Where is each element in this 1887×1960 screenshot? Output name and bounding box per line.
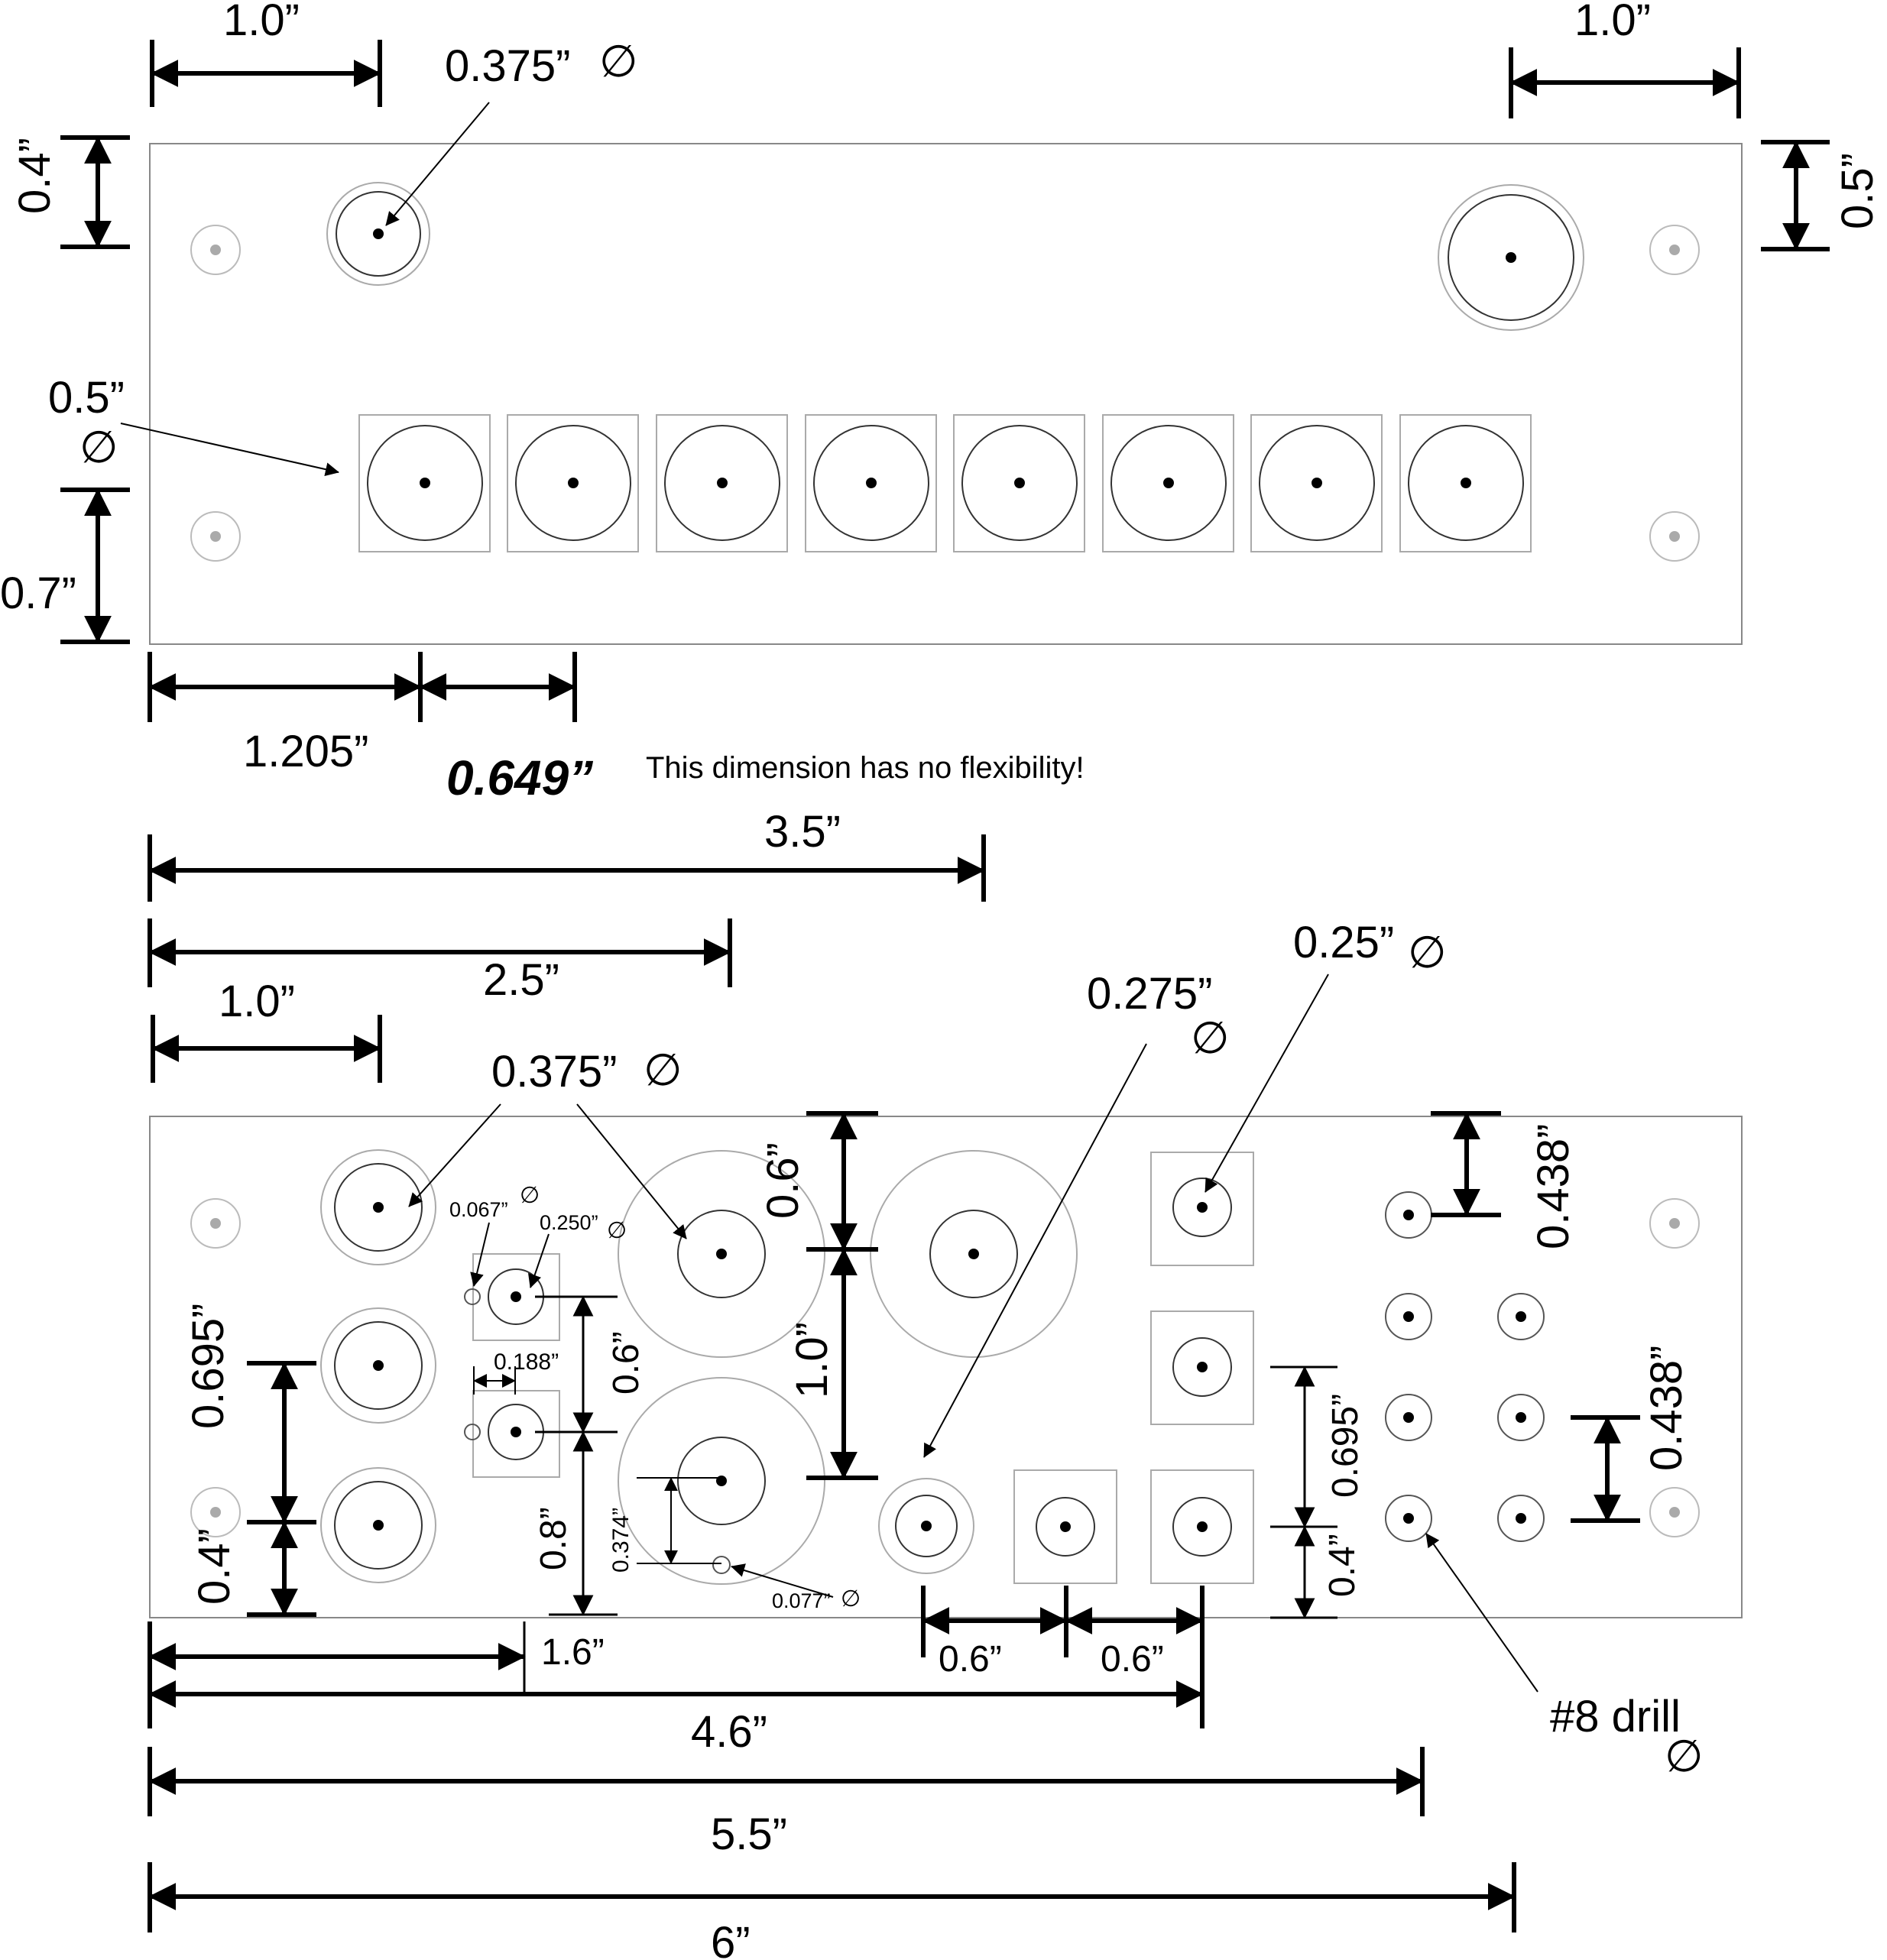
mounting-hole xyxy=(1649,1198,1700,1249)
top-jack-left xyxy=(326,182,430,286)
top-square-row xyxy=(358,414,1532,552)
top-callouts xyxy=(120,102,490,477)
diameter-icon: ∅ xyxy=(1665,1732,1704,1781)
drill-holes xyxy=(1385,1191,1545,1542)
dim-label: 0.374” xyxy=(608,1508,634,1573)
jack xyxy=(320,1149,436,1265)
jack xyxy=(320,1307,436,1424)
dim-label: 0.4” xyxy=(190,1528,239,1605)
dim-label: 0.4” xyxy=(10,138,60,214)
small-switch xyxy=(464,1390,560,1478)
square-button xyxy=(805,414,937,552)
big-pots xyxy=(618,1150,1078,1585)
callout-label: 0.077” xyxy=(772,1589,831,1612)
mounting-hole xyxy=(190,225,241,275)
callout-label: 0.067” xyxy=(449,1198,508,1221)
dim-label: 0.4” xyxy=(1322,1534,1363,1597)
diameter-icon: ∅ xyxy=(607,1218,627,1243)
dim-label: 0.695” xyxy=(183,1304,233,1429)
mounting-hole xyxy=(190,511,241,562)
dim-label: 2.5” xyxy=(483,955,559,1005)
dim-label: 1.0” xyxy=(787,1322,837,1398)
mounting-hole xyxy=(190,1198,241,1249)
diameter-icon: ∅ xyxy=(599,37,638,86)
diameter-icon: ∅ xyxy=(79,423,118,472)
bottom-callouts xyxy=(408,974,1538,1693)
square-button xyxy=(953,414,1085,552)
jack xyxy=(320,1467,436,1583)
mounting-hole xyxy=(1649,225,1700,275)
dim-label: 0.8” xyxy=(533,1507,574,1570)
square-switch xyxy=(1150,1310,1254,1425)
diameter-icon: ∅ xyxy=(644,1045,682,1095)
square-button xyxy=(1102,414,1234,552)
dim-label: 1.0” xyxy=(1574,0,1651,45)
bottom-panel-outline xyxy=(149,1116,1743,1618)
dim-label: 5.5” xyxy=(711,1809,787,1859)
dim-label: 0.438” xyxy=(1529,1124,1578,1249)
mounting-hole xyxy=(1649,1487,1700,1537)
diameter-icon: ∅ xyxy=(520,1183,540,1208)
callout-label: 0.375” xyxy=(445,41,570,91)
big-pot xyxy=(870,1150,1078,1358)
bottom-dimensions xyxy=(148,834,1640,1932)
critical-note: This dimension has no flexibility! xyxy=(646,751,1085,785)
big-pot xyxy=(618,1150,825,1358)
dim-label: 4.6” xyxy=(691,1707,767,1757)
small-switches xyxy=(464,1253,560,1478)
big-pot xyxy=(618,1377,825,1585)
top-panel: 1.0” 1.0” 0.4” 0.5” 0.7” 1.205” 0.649” T… xyxy=(0,0,1882,805)
square-switches xyxy=(1013,1152,1254,1584)
mounting-hole xyxy=(190,1487,241,1537)
diameter-icon: ∅ xyxy=(841,1586,861,1612)
square-switch xyxy=(1150,1469,1254,1584)
callout-label: 0.250” xyxy=(540,1211,598,1234)
square-button xyxy=(358,414,491,552)
diameter-icon: ∅ xyxy=(1408,928,1447,977)
bottom-jacks-left xyxy=(320,1149,436,1583)
dim-label: 0.695” xyxy=(1325,1394,1366,1498)
dim-label: 0.5” xyxy=(1833,153,1882,229)
square-button xyxy=(656,414,788,552)
critical-dim-label: 0.649” xyxy=(446,750,593,805)
dim-label: 1.0” xyxy=(223,0,300,45)
top-jack-right xyxy=(1438,184,1584,331)
callout-label: 0.375” xyxy=(491,1047,617,1097)
callout-label: 0.25” xyxy=(1293,918,1394,967)
dim-label: 0.6” xyxy=(939,1639,1002,1680)
dim-label: 1.0” xyxy=(219,977,295,1026)
callout-label: #8 drill xyxy=(1550,1692,1681,1741)
top-dimensions xyxy=(60,40,1830,722)
callout-label: 0.275” xyxy=(1087,969,1212,1019)
dim-label: 0.6” xyxy=(1101,1639,1164,1680)
square-button xyxy=(1399,414,1532,552)
top-mounting-holes xyxy=(190,225,1700,562)
dim-label: 0.6” xyxy=(758,1142,808,1219)
dim-label: 1.205” xyxy=(243,727,368,776)
square-button xyxy=(507,414,639,552)
small-pot xyxy=(878,1478,974,1574)
square-switch xyxy=(1150,1152,1254,1266)
dim-label: 0.188” xyxy=(494,1349,559,1375)
square-switch xyxy=(1013,1469,1117,1584)
top-panel-outline xyxy=(149,143,1743,645)
dim-label: 0.6” xyxy=(606,1331,647,1395)
mounting-hole xyxy=(1649,511,1700,562)
diameter-icon: ∅ xyxy=(1191,1013,1230,1063)
callout-label: 0.5” xyxy=(48,373,125,423)
dim-label: 6” xyxy=(711,1918,751,1960)
dim-label: 0.7” xyxy=(0,569,76,618)
dim-label: 3.5” xyxy=(764,807,841,857)
square-button xyxy=(1250,414,1383,552)
bottom-panel: 3.5” 2.5” 1.0” 0.695” 0.4” 0.188” 0.6” 0… xyxy=(148,807,1743,1960)
dim-label: 0.438” xyxy=(1642,1346,1691,1471)
bottom-mounting-holes xyxy=(190,1198,1700,1537)
dim-label: 1.6” xyxy=(541,1632,605,1673)
